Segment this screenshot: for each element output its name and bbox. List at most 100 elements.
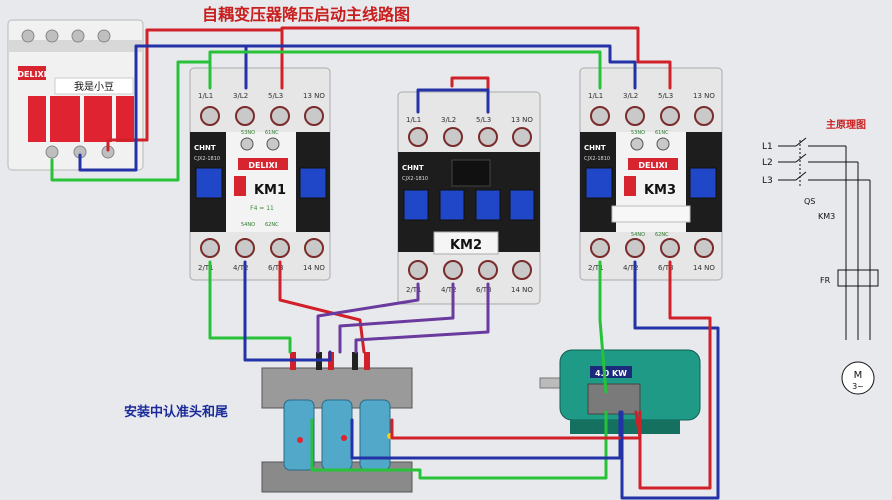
contactor-km1: 1/L1 3/L2 5/L3 13 NO 53NO 61NC CHNT CJX2…	[189, 67, 331, 281]
km2-top-slot	[451, 159, 491, 187]
km3-model: CJX2-1810	[584, 156, 610, 162]
breaker-screw-5	[45, 145, 59, 159]
schematic-qs-blade-3	[795, 171, 807, 181]
wire-purple-km2-to-tap2	[316, 282, 420, 354]
wire-purple-km2-to-tap6	[354, 282, 490, 354]
km1-screw-top-4	[304, 106, 324, 126]
km1-term-top-2: 3/L2	[233, 92, 248, 100]
transformer-coil-2	[321, 399, 353, 471]
breaker-handle-gap-1	[46, 96, 50, 142]
transformer-coil-1	[283, 399, 315, 471]
km1-badge-plate	[238, 158, 288, 170]
km3-term-bottom-1: 2/T1	[588, 264, 604, 272]
km3-aux-screw-2	[656, 137, 670, 151]
km3-term-bottom-2: 4/T2	[623, 264, 639, 272]
wire-blue-l2-km3	[244, 44, 637, 90]
transformer-tap-4	[352, 352, 358, 370]
km3-window-right	[689, 167, 717, 199]
km2-term-bottom-4: 14 NO	[511, 286, 533, 294]
km1-aux-screw-1	[240, 137, 254, 151]
km2-screw-top-1	[408, 127, 428, 147]
km1-brand: CHNT	[194, 144, 216, 152]
wire-purple-km2-to-tap4	[338, 282, 455, 354]
km1-aux-top-1: 53NO	[241, 130, 255, 136]
km2-term-bottom-3: 6/T3	[476, 286, 492, 294]
km3-screw-bottom-2	[625, 238, 645, 258]
km1-term-bottom-1: 2/T1	[198, 264, 214, 272]
wire-blue-km2-top-bridge	[416, 88, 490, 114]
wire-green-km3-to-motor	[598, 260, 608, 394]
contactor-km2: 1/L1 3/L2 5/L3 13 NO CHNT CJX2-1810 KM2 …	[397, 91, 541, 305]
km2-name: KM2	[450, 238, 482, 253]
km3-term-top-3: 5/L3	[658, 92, 673, 100]
km1-screw-bottom-3	[270, 238, 290, 258]
motor: 4.0 KW	[539, 349, 701, 434]
breaker-screw-3	[71, 29, 85, 43]
km2-screw-top-2	[443, 127, 463, 147]
km1-screw-top-2	[235, 106, 255, 126]
km2-window-4	[509, 189, 535, 221]
km3-term-bottom-4: 14 NO	[693, 264, 715, 272]
km3-aux-top-1: 53NO	[631, 130, 645, 136]
km3-aux-screw-1	[630, 137, 644, 151]
transformer-coil-dot-1	[297, 437, 303, 443]
km3-screw-bottom-4	[694, 238, 714, 258]
wiring	[50, 26, 720, 500]
breaker-label: 我是小豆	[74, 81, 114, 93]
schematic-fr-box	[837, 269, 879, 287]
km1-term-top-3: 5/L3	[268, 92, 283, 100]
wire-red-transformer-to-motor	[390, 410, 642, 440]
km1-term-top-1: 1/L1	[198, 92, 213, 100]
wire-red-km3-to-motor	[638, 260, 712, 490]
schematic-motor-label: M	[854, 370, 863, 381]
km1-screw-bottom-1	[200, 238, 220, 258]
km2-term-top-4: 13 NO	[511, 116, 533, 124]
breaker-brand-plate	[18, 66, 46, 80]
schematic-qs-blade-2	[795, 153, 807, 163]
schematic-qs-blade-1	[795, 137, 807, 147]
transformer-note: 安装中认准头和尾	[124, 404, 228, 420]
schematic-line-l2: L2	[762, 158, 773, 168]
motor-power: 4.0 KW	[595, 369, 627, 378]
km3-aux-bottom-1: 54NO	[631, 232, 645, 238]
breaker-handle-gap-2	[80, 96, 84, 142]
km3-aux-bottom-2: 62NC	[655, 232, 669, 238]
km2-screw-bottom-3	[478, 260, 498, 280]
km2-model: CJX2-1810	[402, 176, 428, 182]
schematic-line-l1: L1	[762, 142, 773, 152]
km3-window-left	[585, 167, 613, 199]
km3-red-indicator	[624, 176, 636, 196]
km2-brand: CHNT	[402, 164, 424, 172]
breaker-brand: DELIXI	[17, 70, 46, 79]
km1-aux-bottom-1: 54NO	[241, 222, 255, 228]
km3-term-top-4: 13 NO	[693, 92, 715, 100]
km1-red-indicator	[234, 176, 246, 196]
km1-term-top-4: 13 NO	[303, 92, 325, 100]
km1-aux-top-2: 61NC	[265, 130, 279, 136]
km2-term-bottom-2: 4/T2	[441, 286, 457, 294]
breaker-top-rail	[8, 40, 143, 52]
km1-screw-bottom-4	[304, 238, 324, 258]
schematic-motor-symbol	[841, 361, 875, 395]
km1-window-left	[195, 167, 223, 199]
wire-green-l1-supply	[50, 60, 212, 182]
breaker-screw-4	[97, 29, 111, 43]
km3-screw-top-1	[590, 106, 610, 126]
km3-term-top-2: 3/L2	[623, 92, 638, 100]
km3-badge: DELIXI	[638, 161, 667, 170]
km1-screw-top-3	[270, 106, 290, 126]
schematic: 主原理图 L1 L2 L3 QS KM3 FR M 3~	[762, 118, 879, 395]
wire-red-km1-to-tap5	[278, 260, 366, 354]
km1-term-bottom-4: 14 NO	[303, 264, 325, 272]
km3-name: KM3	[644, 183, 676, 198]
km1-term-bottom-3: 6/T3	[268, 264, 284, 272]
km1-screw-top-1	[200, 106, 220, 126]
km1-term-bottom-2: 4/T2	[233, 264, 249, 272]
km2-name-plate	[433, 231, 499, 255]
km1-window-right	[299, 167, 327, 199]
km2-screw-top-4	[512, 127, 532, 147]
km3-term-bottom-3: 6/T3	[658, 264, 674, 272]
schematic-km3-label: KM3	[818, 212, 835, 221]
km2-screw-bottom-1	[408, 260, 428, 280]
